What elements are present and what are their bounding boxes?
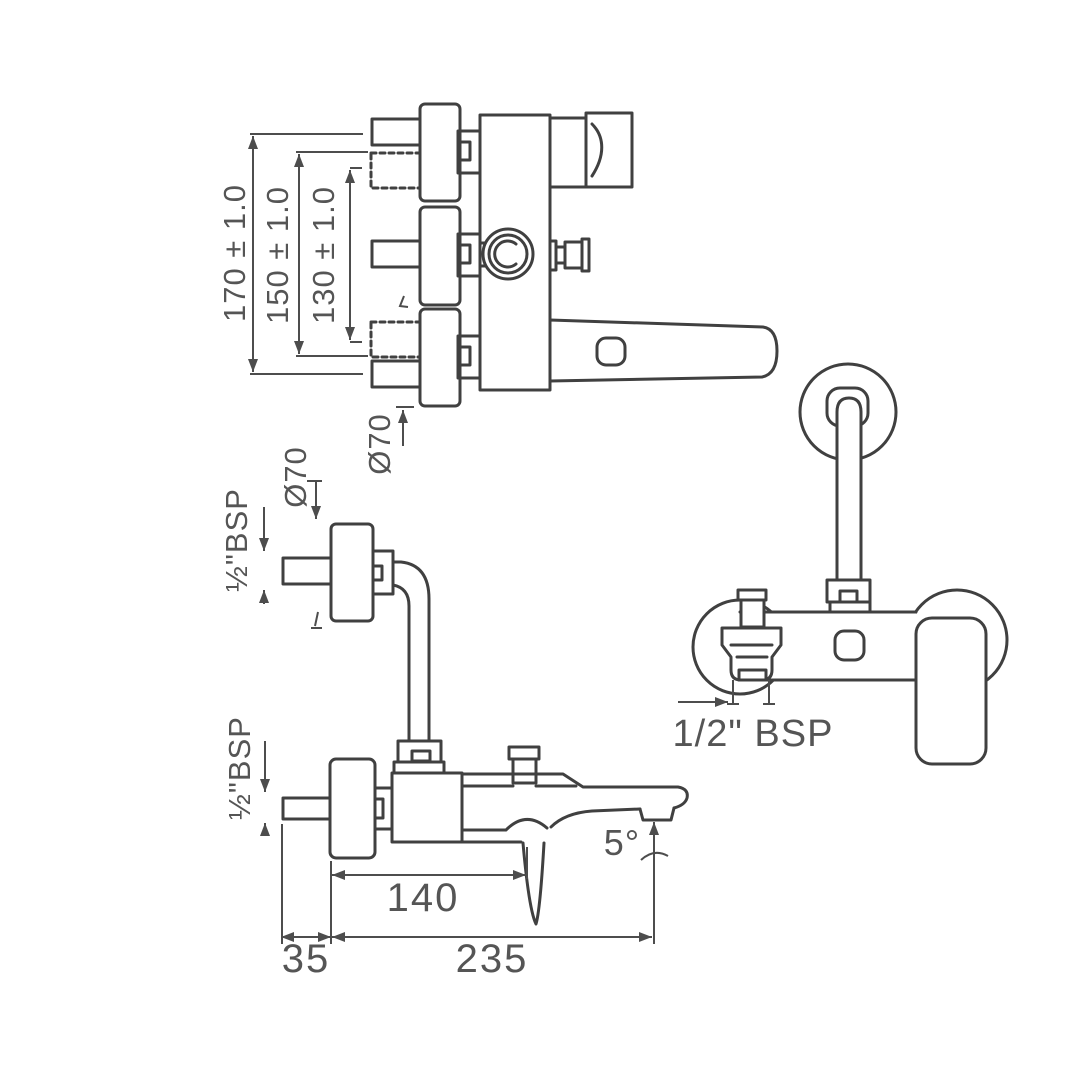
handle-front-view — [914, 616, 988, 766]
spout-hole — [595, 336, 627, 367]
dim-label-130: 130 ± 1.0 — [306, 186, 341, 324]
pipe-top — [370, 117, 422, 147]
top-view-dimensions: 170 ± 1.0 150 ± 1.0 130 ± 1.0 Ø70 — [217, 133, 414, 475]
lower-wall-stub — [281, 796, 332, 821]
dim-label-140: 140 — [387, 876, 460, 920]
diverter-knob — [563, 240, 584, 270]
pipe-bottom — [370, 359, 422, 389]
hidden-pipe-upper — [369, 151, 422, 190]
escutcheon-bottom — [418, 307, 462, 408]
dim-label-35: 35 — [282, 937, 331, 981]
handle-neck — [548, 116, 588, 189]
upper-escutcheon — [329, 522, 375, 623]
dim-label-150: 150 ± 1.0 — [260, 186, 295, 324]
inlet-legs — [727, 680, 775, 705]
lower-escutcheon — [328, 757, 377, 860]
diverter-knob-front — [739, 598, 766, 629]
front-view-body — [691, 362, 1009, 766]
spout-top-view — [548, 318, 779, 383]
handle-pivot-dome — [460, 818, 549, 844]
thread-label-upper: ½"BSP — [219, 488, 254, 592]
riser-pipe-front — [835, 396, 863, 580]
dim-label-dia70-side: Ø70 — [278, 446, 313, 508]
check-valve-body — [511, 757, 538, 785]
dim-label-170: 170 ± 1.0 — [217, 184, 252, 322]
side-view-body — [281, 522, 689, 926]
dim-label-dia70-top: Ø70 — [362, 413, 397, 475]
hidden-pipe-lower — [369, 320, 422, 359]
aerator — [638, 806, 676, 822]
riser-pipe-inner — [391, 583, 411, 743]
upper-wall-stub — [281, 556, 333, 586]
dim-label-5deg: 5° — [604, 822, 640, 863]
spout-profile-bottom — [549, 807, 642, 829]
pipe-middle — [370, 239, 422, 269]
escutcheon-top — [418, 102, 462, 203]
check-valve-cap — [507, 745, 541, 761]
mixer-body-side-view — [390, 771, 464, 844]
top-view-body — [369, 102, 779, 408]
riser-pipe-outer — [391, 560, 431, 743]
front-view-dimensions: 1/2" BSP — [673, 697, 834, 755]
dim-label-235: 235 — [456, 937, 529, 981]
thread-label-lower: ½"BSP — [222, 716, 257, 820]
escutcheon-middle — [418, 205, 462, 307]
spout-profile-top — [460, 772, 689, 810]
thread-label-front: 1/2" BSP — [673, 713, 834, 755]
backplate-hole — [833, 629, 866, 662]
side-view-dimensions: Ø70 ½"BSP ½"BSP 140 35 235 5° — [219, 446, 669, 981]
